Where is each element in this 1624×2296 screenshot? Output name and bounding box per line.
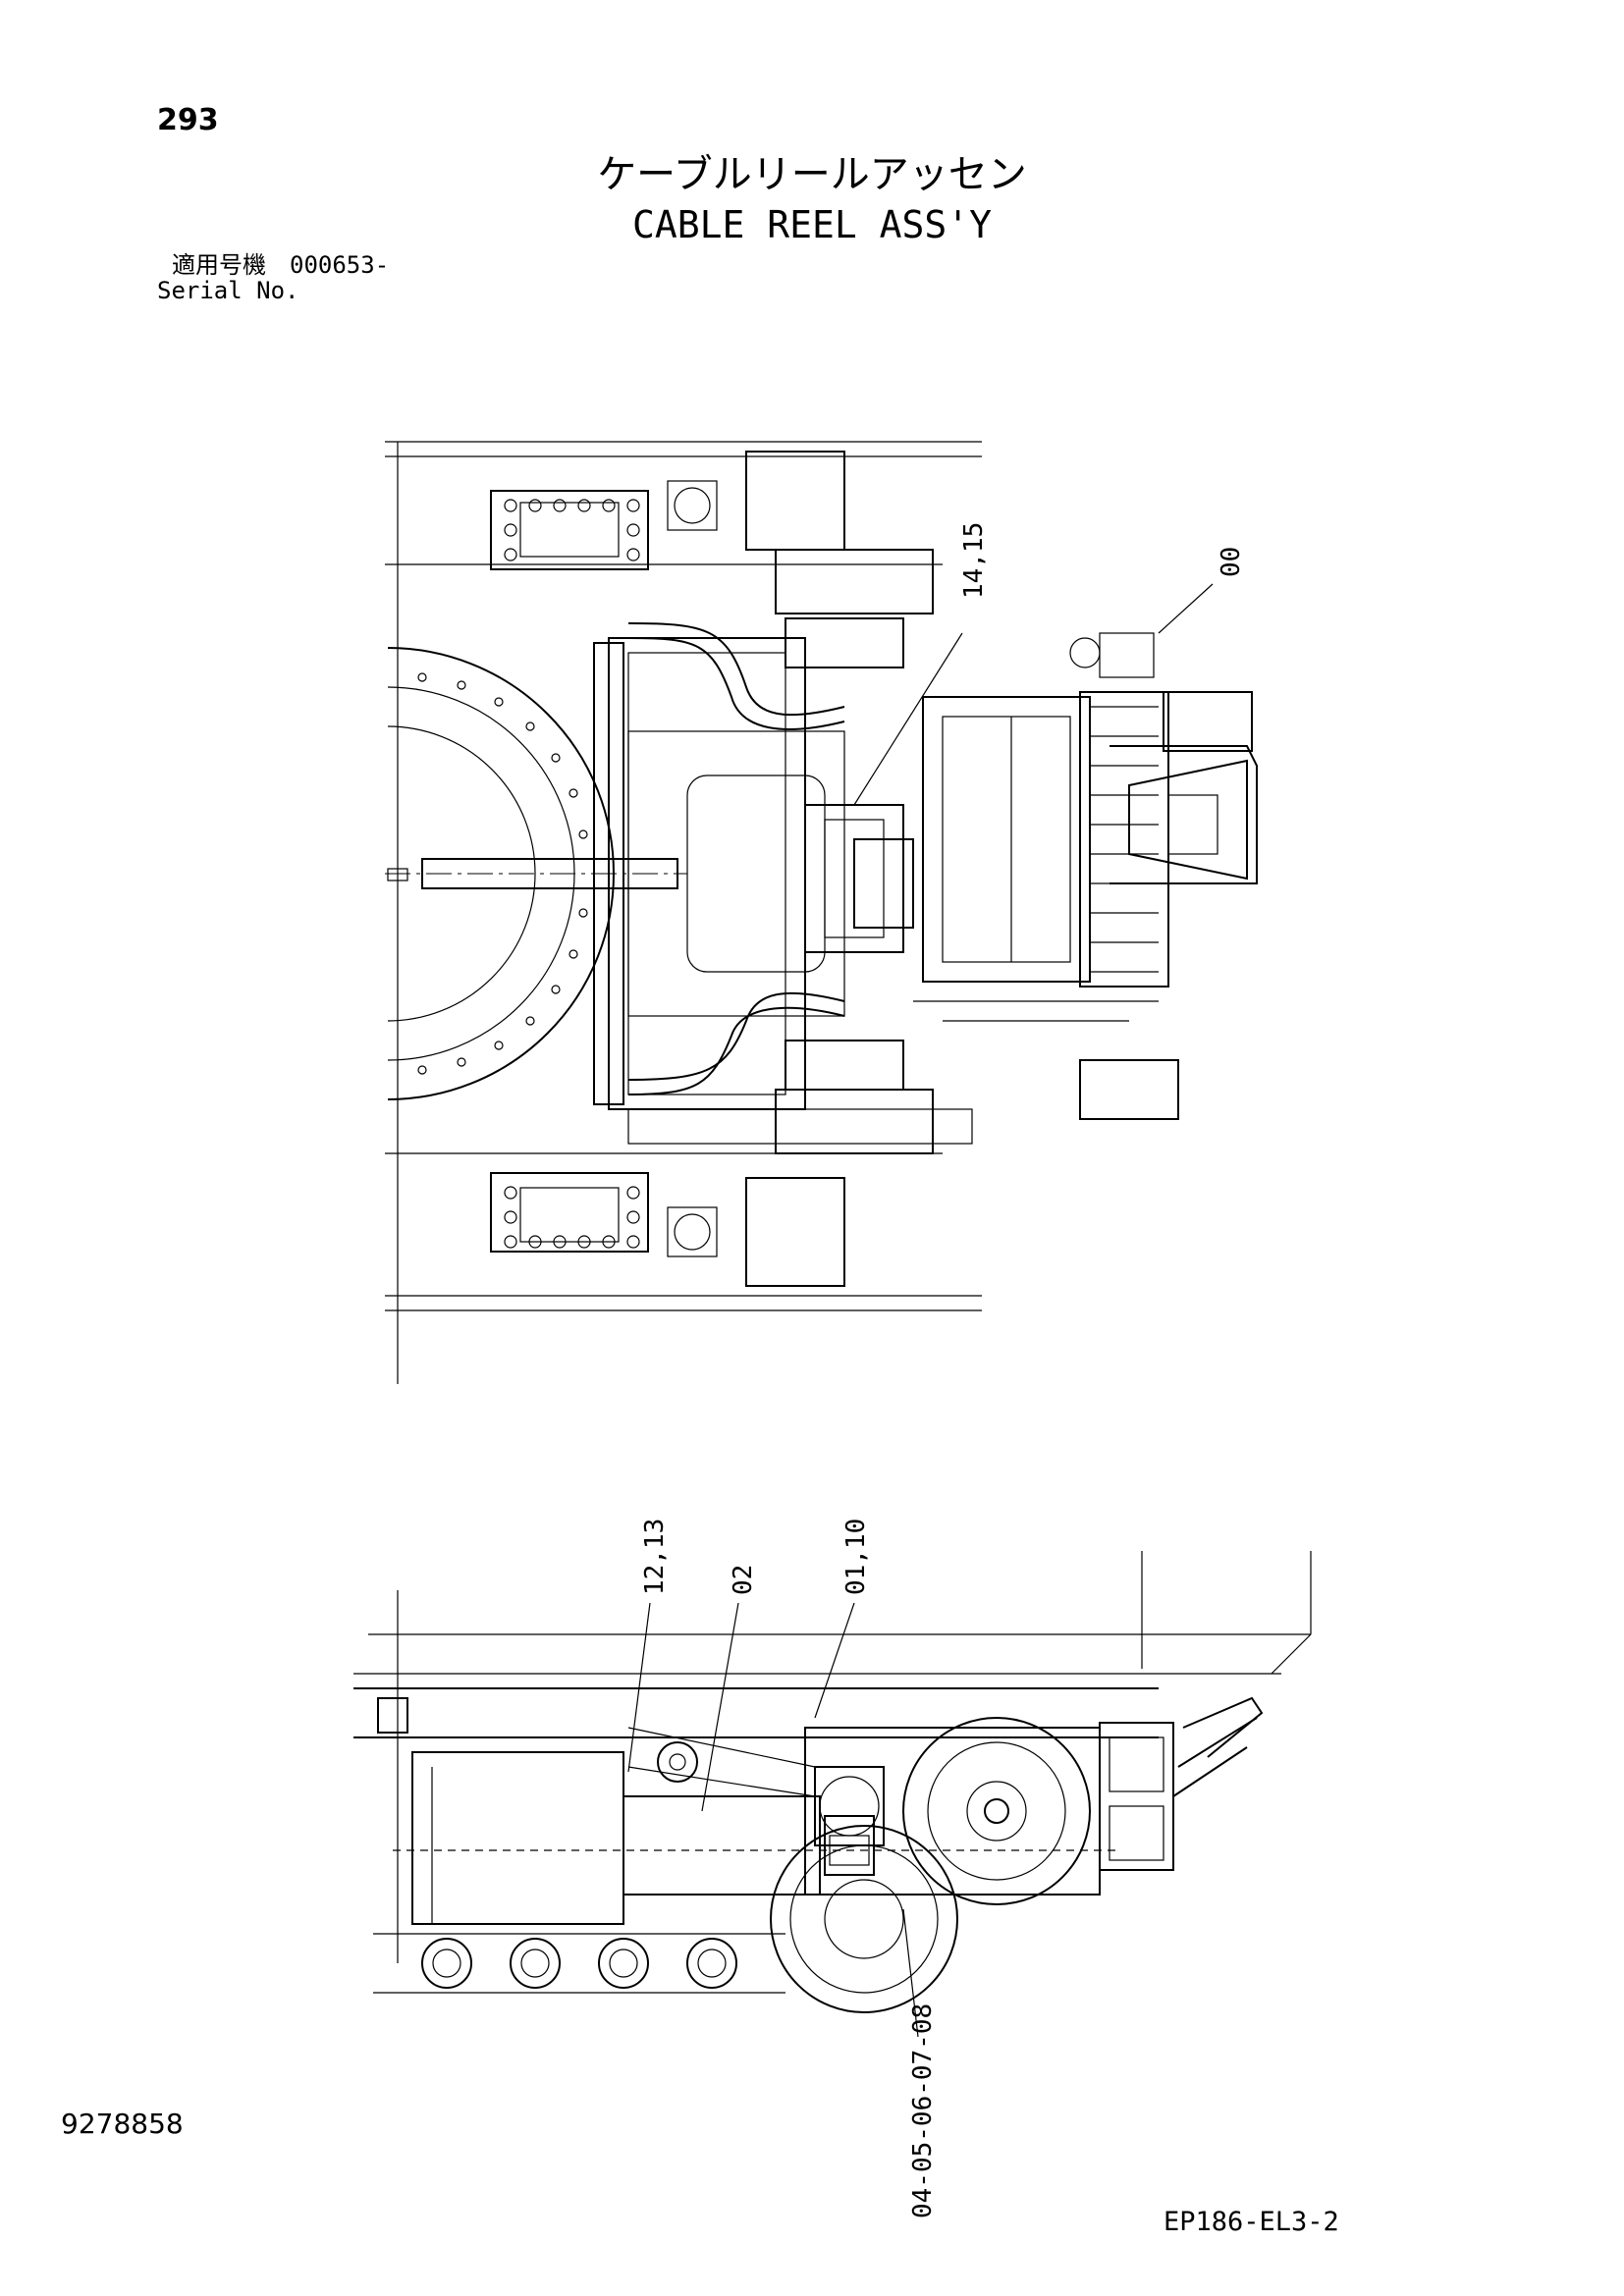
top-view-drawing	[385, 441, 1258, 1384]
serial-row: 適用号機 000653-	[172, 253, 389, 277]
side-view-drawing	[353, 1551, 1312, 2038]
callout-01-10: 01,10	[841, 1519, 871, 1595]
callout-00: 00	[1217, 547, 1246, 577]
drawing-code: EP186-EL3-2	[1164, 2207, 1339, 2237]
serial-label-japanese: 適用号機	[172, 251, 266, 279]
callout-02: 02	[729, 1565, 758, 1595]
top-view-callouts: 14,15 00	[959, 522, 1246, 599]
callout-14-15: 14,15	[959, 522, 989, 599]
callout-12-13: 12,13	[640, 1519, 670, 1595]
page-title-japanese: ケーブルリールアッセン	[597, 152, 1027, 197]
document-id: 9278858	[61, 2108, 184, 2140]
callout-04-08: 04-05-06-07-08	[908, 2003, 938, 2218]
page-number: 293	[157, 103, 219, 137]
page-title-english: CABLE REEL ASS'Y	[631, 203, 993, 246]
side-view-callouts: 12,13 02 01,10 04-05-06-07-08	[640, 1519, 938, 2218]
serial-label-english: Serial No.	[157, 277, 299, 304]
serial-value: 000653-	[290, 251, 390, 279]
